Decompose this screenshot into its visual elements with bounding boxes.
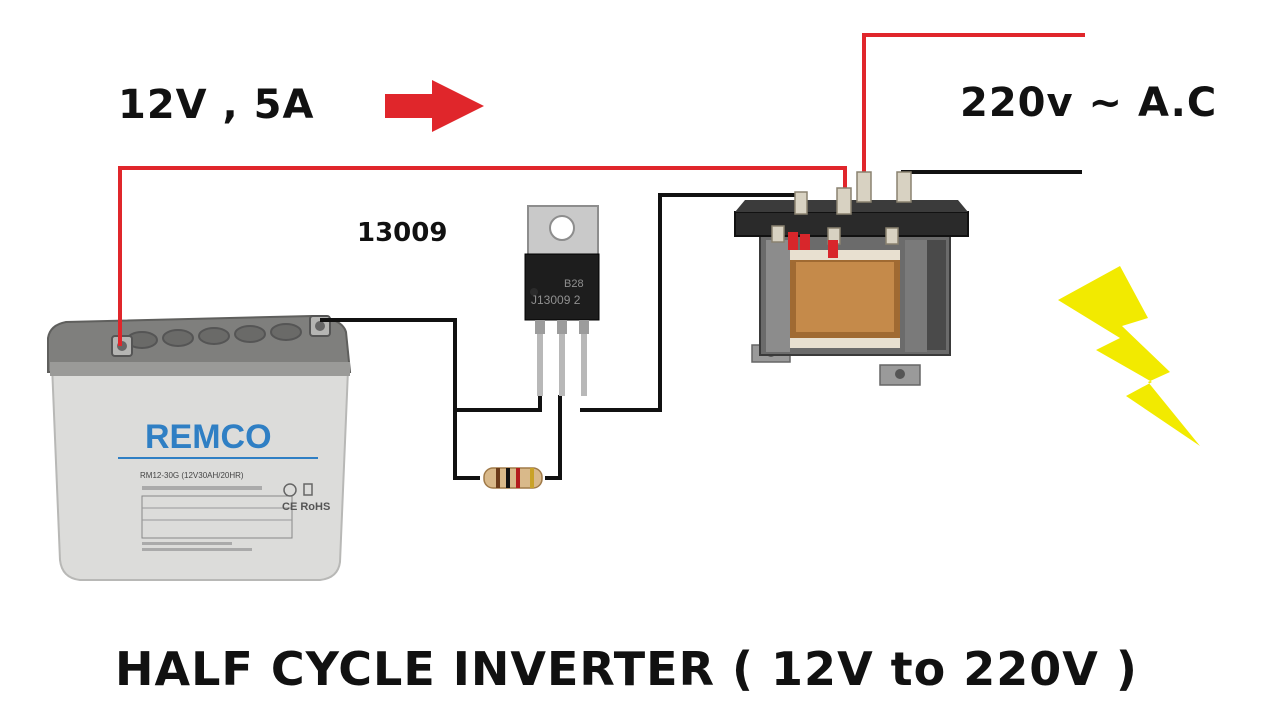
diagram-title: HALF CYCLE INVERTER ( 12V to 220V ) xyxy=(115,642,1138,696)
transistor: B28 J13009 2 xyxy=(524,205,600,396)
positive-wire xyxy=(118,166,847,346)
input-rating-label: 12V , 5A xyxy=(118,82,315,128)
lightning-icon xyxy=(1058,266,1200,446)
output-rating-label: 220v ~ A.C xyxy=(960,80,1218,126)
battery: REMCO RM12-30G (12V30AH/20HR) CE RoHS xyxy=(47,314,352,581)
resistor xyxy=(483,467,543,489)
bin-icon xyxy=(303,483,313,496)
output-wire-red xyxy=(862,33,1085,180)
transformer xyxy=(734,171,969,386)
transistor-part-label: 13009 xyxy=(357,218,448,248)
output-wire-black xyxy=(901,170,1082,180)
battery-model: RM12-30G (12V30AH/20HR) xyxy=(140,471,244,480)
battery-cert-marks: CE RoHS xyxy=(282,501,330,513)
transistor-marking-top: B28 xyxy=(564,278,584,290)
recycle-icon xyxy=(283,483,297,497)
battery-brand: REMCO xyxy=(145,418,272,456)
transistor-marking-bottom: J13009 2 xyxy=(531,293,581,307)
arrow-right-icon xyxy=(385,80,484,132)
